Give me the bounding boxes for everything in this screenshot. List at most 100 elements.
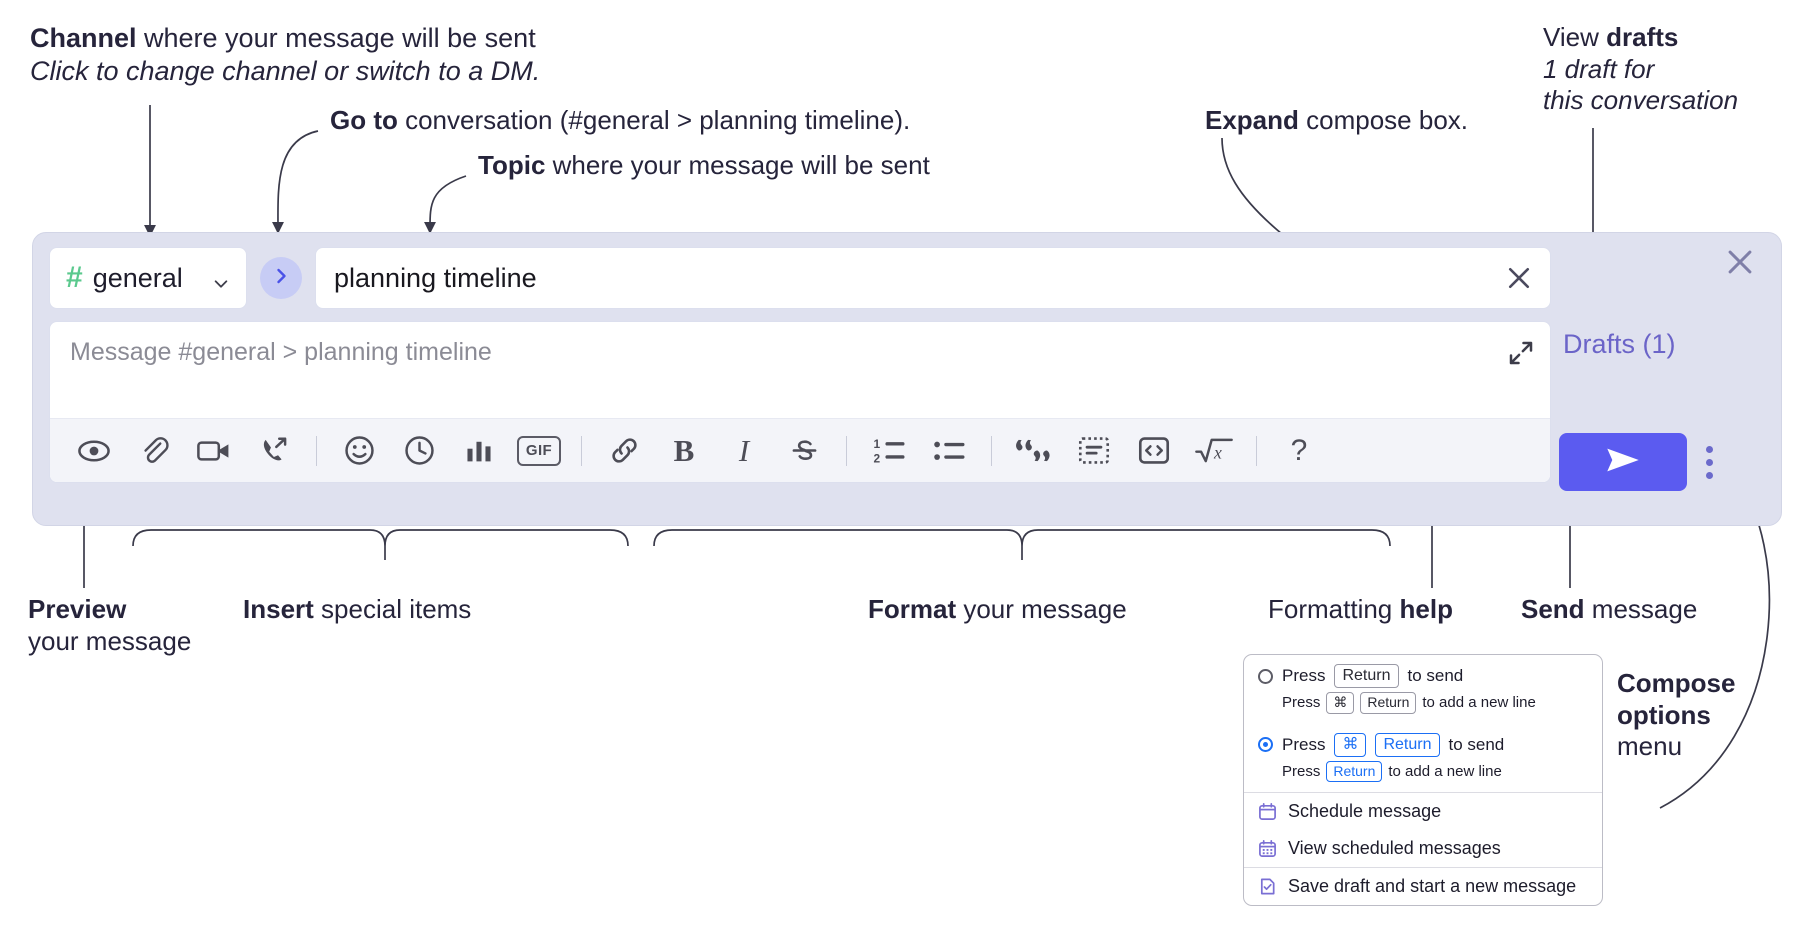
option-post-label: to send bbox=[1407, 666, 1464, 685]
annotation-preview: Preview your message bbox=[28, 594, 191, 657]
channel-name-label: general bbox=[92, 262, 183, 293]
topic-input-wrapper[interactable]: planning timeline bbox=[315, 247, 1551, 309]
compose-options-menu-button[interactable] bbox=[1687, 436, 1731, 488]
send-controls bbox=[1559, 433, 1731, 491]
channel-selector-button[interactable]: # general bbox=[49, 247, 247, 309]
annotation-topic-bold: Topic bbox=[478, 150, 546, 180]
sub2-post-label: to add a new line bbox=[1388, 762, 1502, 780]
annotation-format: Format your message bbox=[868, 594, 1127, 626]
message-input-box: Message #general > planning timeline bbox=[49, 321, 1551, 483]
message-text-area[interactable]: Message #general > planning timeline bbox=[50, 322, 1550, 418]
drafts-link[interactable]: Drafts (1) bbox=[1563, 329, 1676, 359]
hash-icon: # bbox=[66, 261, 83, 294]
message-placeholder: Message #general > planning timeline bbox=[70, 338, 492, 366]
close-compose-icon[interactable] bbox=[1723, 245, 1757, 279]
annotation-channel-bold: Channel bbox=[30, 23, 137, 53]
video-clip-button[interactable] bbox=[191, 428, 237, 474]
key-return-2: Return bbox=[1375, 732, 1440, 757]
annotation-drafts-bold: drafts bbox=[1606, 22, 1679, 52]
menu-item-view-scheduled[interactable]: View scheduled messages bbox=[1244, 830, 1602, 867]
math-button[interactable]: x bbox=[1191, 428, 1237, 474]
annotation-drafts: View drafts 1 draft for this conversatio… bbox=[1543, 22, 1738, 117]
send-option-return[interactable]: Press Return to send Press ⌘ Return to a… bbox=[1244, 655, 1602, 724]
blockquote-button[interactable] bbox=[1011, 428, 1057, 474]
compose-header-row: # general planning timeline bbox=[49, 247, 1551, 309]
menu-divider-2 bbox=[1244, 867, 1602, 868]
ordered-list-button[interactable]: 1 2 bbox=[866, 428, 912, 474]
annotation-goto-bold: Go to bbox=[330, 105, 398, 135]
emoji-button[interactable] bbox=[336, 428, 382, 474]
menu-item-schedule-message[interactable]: Schedule message bbox=[1244, 793, 1602, 830]
annotation-send-rest: message bbox=[1584, 594, 1698, 624]
annotation-help-bold: help bbox=[1399, 594, 1453, 624]
compose-box: # general planning timeline bbox=[32, 232, 1782, 526]
key-return-sub-2: Return bbox=[1326, 760, 1383, 782]
question-mark-icon: ? bbox=[1290, 433, 1308, 467]
radio-button-return[interactable] bbox=[1258, 668, 1273, 684]
annotation-preview-rest: your message bbox=[28, 625, 192, 656]
separator-4 bbox=[991, 435, 992, 466]
send-option-cmd-return-sub: Press Return to add a new line bbox=[1282, 760, 1588, 782]
menu-divider-1 bbox=[1244, 792, 1602, 793]
annotation-expand-rest: compose box. bbox=[1298, 105, 1469, 135]
annotation-goto-rest: conversation (#general > planning timeli… bbox=[397, 105, 911, 135]
audio-clip-button[interactable] bbox=[251, 428, 297, 474]
link-button[interactable] bbox=[601, 428, 647, 474]
option-pre-label: Press bbox=[1282, 666, 1326, 685]
key-return-sub: Return bbox=[1360, 692, 1417, 714]
annotation-channel: Channel where your message will be sent … bbox=[30, 22, 540, 88]
annotation-expand-bold: Expand bbox=[1205, 105, 1299, 135]
send-option-cmd-return-main: Press ⌘ Return to send bbox=[1258, 732, 1588, 757]
preview-button[interactable] bbox=[71, 428, 117, 474]
code-snippet-button[interactable] bbox=[1131, 428, 1177, 474]
strikethrough-button[interactable] bbox=[781, 428, 827, 474]
bulleted-list-button[interactable] bbox=[926, 428, 972, 474]
formatting-help-button[interactable]: ? bbox=[1276, 428, 1322, 474]
separator-3 bbox=[846, 435, 847, 466]
annotation-send: Send message bbox=[1521, 594, 1697, 626]
annotation-topic: Topic where your message will be sent bbox=[478, 150, 930, 182]
option2-pre-label: Press bbox=[1282, 734, 1326, 754]
menu-item-view-scheduled-label: View scheduled messages bbox=[1288, 838, 1501, 858]
gif-button[interactable]: GIF bbox=[516, 428, 562, 474]
radio-button-cmd-return[interactable] bbox=[1258, 737, 1273, 752]
sub2-pre-label: Press bbox=[1282, 762, 1321, 780]
annotation-channel-rest: where your message will be sent bbox=[136, 23, 536, 53]
attach-button[interactable] bbox=[131, 428, 177, 474]
send-option-cmd-return[interactable]: Press ⌘ Return to send Press Return to a… bbox=[1244, 724, 1602, 793]
gif-label: GIF bbox=[517, 435, 561, 466]
annotation-insert: Insert special items bbox=[243, 594, 471, 626]
annotation-channel-italic: Click to change channel or switch to a D… bbox=[30, 55, 541, 86]
annotation-compose-bold2: options bbox=[1617, 699, 1711, 730]
annotation-formatting-help: Formatting help bbox=[1268, 594, 1453, 626]
annotation-expand: Expand compose box. bbox=[1205, 105, 1468, 137]
annotation-topic-rest: where your message will be sent bbox=[545, 150, 930, 180]
italic-label: I bbox=[738, 432, 750, 468]
italic-button[interactable]: I bbox=[721, 428, 767, 474]
svg-text:1: 1 bbox=[874, 437, 881, 451]
compose-options-popup: Press Return to send Press ⌘ Return to a… bbox=[1243, 654, 1603, 906]
bold-button[interactable]: B bbox=[661, 428, 707, 474]
key-command-2: ⌘ bbox=[1334, 732, 1367, 757]
menu-item-save-draft[interactable]: Save draft and start a new message bbox=[1244, 868, 1602, 905]
topic-input[interactable]: planning timeline bbox=[334, 262, 537, 293]
annotation-drafts-prefix: View bbox=[1543, 22, 1607, 52]
send-button[interactable] bbox=[1559, 433, 1687, 491]
code-block-button[interactable] bbox=[1071, 428, 1117, 474]
reminder-button[interactable] bbox=[396, 428, 442, 474]
annotation-insert-rest: special items bbox=[313, 594, 472, 624]
annotation-compose-bold1: Compose bbox=[1617, 668, 1736, 698]
chevron-down-icon bbox=[212, 269, 230, 288]
annotation-goto: Go to conversation (#general > planning … bbox=[330, 105, 910, 137]
annotation-format-rest: your message bbox=[956, 594, 1127, 624]
poll-button[interactable] bbox=[456, 428, 502, 474]
annotation-drafts-italic2: this conversation bbox=[1543, 85, 1739, 116]
menu-item-save-draft-label: Save draft and start a new message bbox=[1288, 876, 1577, 896]
vertical-dots-icon bbox=[1705, 445, 1713, 453]
goto-conversation-button[interactable] bbox=[260, 257, 302, 299]
expand-icon[interactable] bbox=[1506, 338, 1536, 368]
clear-topic-icon[interactable] bbox=[1502, 261, 1536, 295]
bold-label: B bbox=[673, 432, 695, 468]
calendar-icon bbox=[1258, 802, 1277, 821]
